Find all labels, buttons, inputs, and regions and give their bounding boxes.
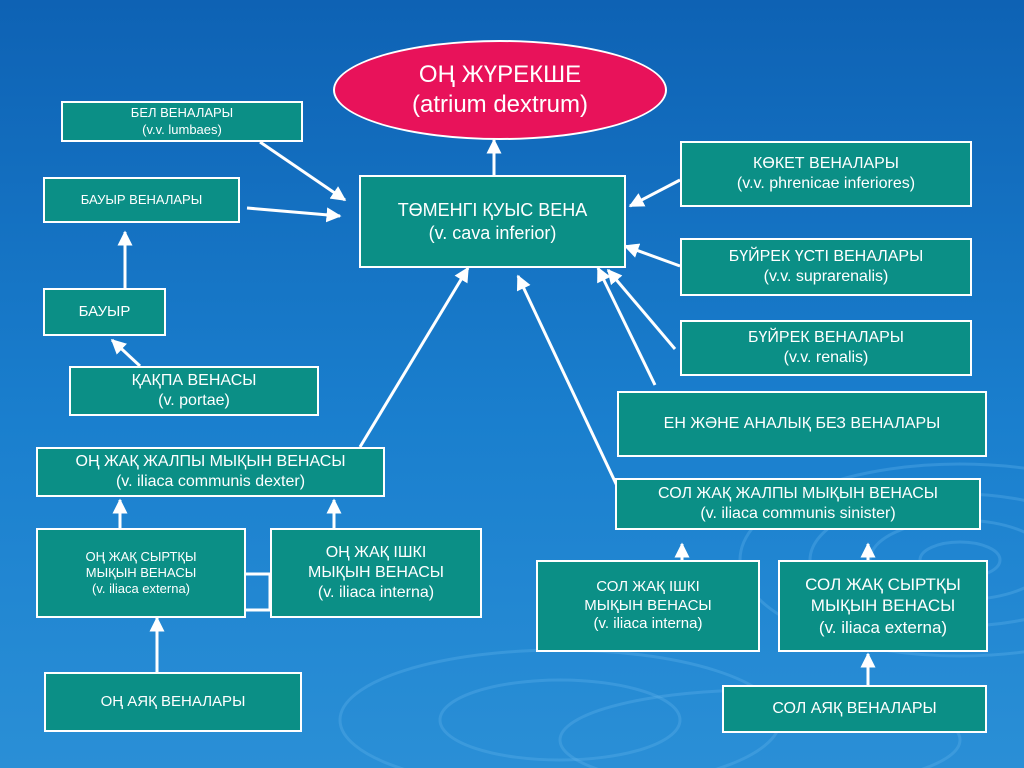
l-int-iliac-latin: (v. iliaca interna) [593, 615, 703, 633]
r-ext-iliac-latin: (v. iliaca externa) [91, 581, 190, 597]
portal-label: ҚАҚПА ВЕНАСЫ [131, 372, 257, 389]
suprarenal-veins-node: БҮЙРЕК ҮСТІ ВЕНАЛАРЫ (v.v. suprarenalis) [680, 238, 972, 296]
arrow-suprarenal-to-ivc [623, 243, 681, 268]
right-atrium-label: ОҢ ЖҮРЕКШЕ [418, 61, 582, 88]
l-ext-iliac-label-2: МЫҚЫН ВЕНАСЫ [810, 596, 956, 616]
hepatic-veins-label: БАУЫР ВЕНАЛАРЫ [80, 191, 203, 207]
arrow-phrenic-to-ivc [628, 178, 681, 208]
right-internal-iliac-node: ОҢ ЖАҚ ІШКІ МЫҚЫН ВЕНАСЫ (v. iliaca inte… [270, 528, 482, 618]
lumbar-veins-node: БЕЛ ВЕНАЛАРЫ (v.v. lumbaes) [61, 101, 303, 142]
renal-veins-node: БҮЙРЕК ВЕНАЛАРЫ (v.v. renalis) [680, 320, 972, 376]
l-leg-label: СОЛ АЯҚ ВЕНАЛАРЫ [772, 700, 937, 717]
hepatic-veins-node: БАУЫР ВЕНАЛАРЫ [43, 177, 240, 223]
left-leg-veins-node: СОЛ АЯҚ ВЕНАЛАРЫ [722, 685, 987, 733]
lumbar-latin: (v.v. lumbaes) [142, 121, 222, 137]
right-atrium-latin: (atrium dextrum) [411, 91, 589, 118]
r-common-iliac-label: ОҢ ЖАҚ ЖАЛПЫ МЫҚЫН ВЕНАСЫ [75, 453, 346, 470]
liver-label: БАУЫР [78, 302, 131, 320]
l-int-iliac-label-2: МЫҚЫН ВЕНАСЫ [584, 596, 712, 614]
r-ext-iliac-label-1: ОҢ ЖАҚ СЫРТҚЫ [85, 548, 197, 564]
r-ext-iliac-label-2: МЫҚЫН ВЕНАСЫ [85, 564, 197, 580]
renal-label: БҮЙРЕК ВЕНАЛАРЫ [748, 329, 904, 346]
r-leg-label: ОҢ АЯҚ ВЕНАЛАРЫ [100, 692, 246, 710]
ivc-label: ТӨМЕНГІ ҚУЫС ВЕНА [397, 200, 588, 220]
arrow-l-common-iliac-to-ivc [516, 274, 620, 515]
arrow-portal-to-liver [110, 338, 142, 368]
l-ext-iliac-latin: (v. iliaca externa) [818, 617, 948, 637]
suprarenal-label: БҮЙРЕК ҮСТІ ВЕНАЛАРЫ [728, 248, 924, 265]
arrow-gonadal-to-ivc [606, 268, 677, 350]
inferior-vena-cava-node: ТӨМЕНГІ ҚУЫС ВЕНА (v. cava inferior) [359, 175, 626, 268]
l-common-iliac-label: СОЛ ЖАҚ ЖАЛПЫ МЫҚЫН ВЕНАСЫ [658, 485, 938, 502]
ivc-latin: (v. cava inferior) [428, 222, 557, 243]
right-common-iliac-node: ОҢ ЖАҚ ЖАЛПЫ МЫҚЫН ВЕНАСЫ (v. iliaca com… [36, 447, 385, 497]
arrow-r-common-iliac-to-ivc [358, 266, 470, 448]
phrenic-latin: (v.v. phrenicae inferiores) [736, 175, 916, 192]
r-int-iliac-label-2: МЫҚЫН ВЕНАСЫ [308, 564, 444, 581]
r-int-iliac-latin: (v. iliaca interna) [317, 584, 435, 601]
liver-node: БАУЫР [43, 288, 166, 336]
r-common-iliac-latin: (v. iliaca communis dexter) [115, 473, 306, 490]
arrow-hepatic-to-ivc [246, 206, 342, 223]
renal-latin: (v.v. renalis) [783, 349, 869, 366]
l-int-iliac-label-1: СОЛ ЖАҚ ІШКІ [596, 577, 700, 595]
gonadal-veins-node: ЕН ЖӘНЕ АНАЛЫҚ БЕЗ ВЕНАЛАРЫ [617, 391, 987, 457]
suprarenal-latin: (v.v. suprarenalis) [763, 268, 889, 285]
right-atrium-node: ОҢ ЖҮРЕКШЕ (atrium dextrum) [333, 40, 667, 140]
right-leg-veins-node: ОҢ АЯҚ ВЕНАЛАРЫ [44, 672, 302, 732]
phrenic-label: КӨКЕТ ВЕНАЛАРЫ [753, 155, 899, 172]
arrow-lumbar-to-ivc [259, 140, 347, 202]
connector-right-iliac-bracket [246, 572, 272, 612]
lumbar-label: БЕЛ ВЕНАЛАРЫ [130, 105, 234, 121]
r-int-iliac-label-1: ОҢ ЖАҚ ІШКІ [325, 544, 427, 561]
right-external-iliac-node: ОҢ ЖАҚ СЫРТҚЫ МЫҚЫН ВЕНАСЫ (v. iliaca ex… [36, 528, 246, 618]
left-internal-iliac-node: СОЛ ЖАҚ ІШКІ МЫҚЫН ВЕНАСЫ (v. iliaca int… [536, 560, 760, 652]
phrenic-veins-node: КӨКЕТ ВЕНАЛАРЫ (v.v. phrenicae inferiore… [680, 141, 972, 207]
l-common-iliac-latin: (v. iliaca communis sinister) [700, 505, 896, 522]
arrow-renal-to-ivc [596, 266, 657, 386]
portal-vein-node: ҚАҚПА ВЕНАСЫ (v. portae) [69, 366, 319, 416]
left-common-iliac-node: СОЛ ЖАҚ ЖАЛПЫ МЫҚЫН ВЕНАСЫ (v. iliaca co… [615, 478, 981, 530]
portal-latin: (v. portae) [158, 392, 230, 409]
left-external-iliac-node: СОЛ ЖАҚ СЫРТҚЫ МЫҚЫН ВЕНАСЫ (v. iliaca e… [778, 560, 988, 652]
l-ext-iliac-label-1: СОЛ ЖАҚ СЫРТҚЫ [805, 575, 961, 595]
gonadal-label: ЕН ЖӘНЕ АНАЛЫҚ БЕЗ ВЕНАЛАРЫ [663, 415, 941, 432]
